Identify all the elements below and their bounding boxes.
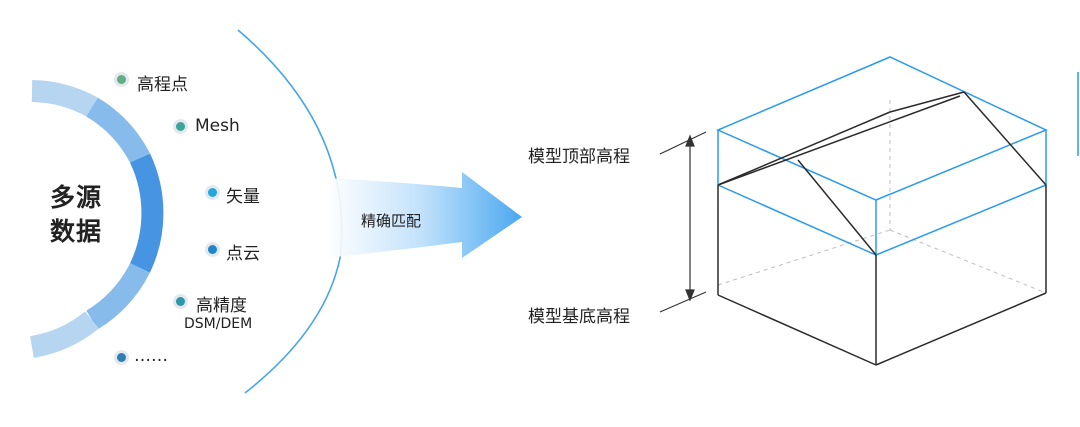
base-elevation-label: 模型基底高程 <box>528 307 630 327</box>
match-arrow <box>326 172 522 258</box>
item-label-point-cloud: 点云 <box>226 244 260 264</box>
hidden-edges <box>717 100 1047 294</box>
item-dot-point-cloud <box>208 245 217 254</box>
ring-segment-1 <box>31 80 98 117</box>
source-title: 多源 数据 <box>36 181 116 249</box>
source-ring <box>29 80 164 358</box>
model-box <box>716 56 1079 366</box>
item-label-vector: 矢量 <box>226 187 260 207</box>
top-elevation-label: 模型顶部高程 <box>528 147 630 167</box>
source-title-line2: 数据 <box>49 217 102 246</box>
building-wireframe <box>717 91 1047 366</box>
item-dot-mesh <box>176 122 185 131</box>
item-label-more: …… <box>134 346 168 366</box>
top-elevation-box <box>716 56 1048 256</box>
ring-segment-3 <box>129 153 164 273</box>
item-label-high-precision: 高精度 <box>196 296 247 316</box>
item-dot-dsm-dem <box>176 297 185 306</box>
item-dot-vector <box>208 188 217 197</box>
item-sublabel-dsm-dem: DSM/DEM <box>184 316 253 332</box>
elevation-dimension <box>659 131 707 313</box>
match-arrow-label: 精确匹配 <box>361 212 422 230</box>
ring-segment-4 <box>86 262 150 330</box>
item-label-elevation-points: 高程点 <box>137 75 188 95</box>
source-title-line1: 多源 <box>49 183 102 212</box>
item-dot-more <box>117 353 126 362</box>
ring-segment-2 <box>86 97 150 164</box>
item-dot-elevation-points <box>117 75 126 84</box>
item-label-mesh: Mesh <box>195 116 240 136</box>
ring-segment-5 <box>29 311 99 358</box>
